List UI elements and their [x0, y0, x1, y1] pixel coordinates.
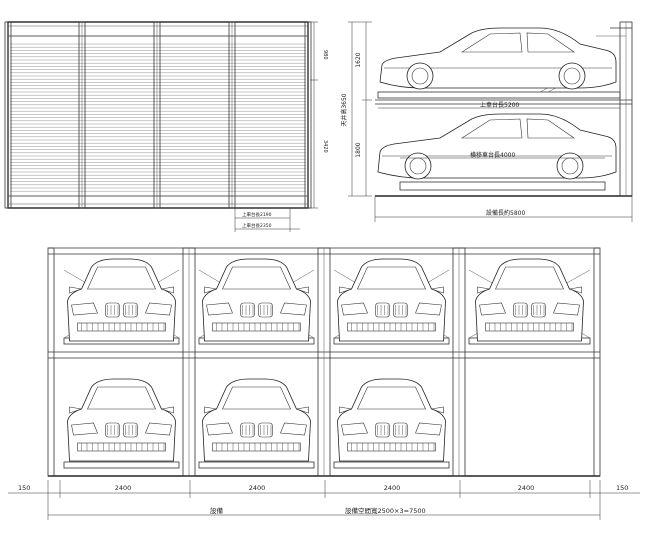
plan-dim-bottom-1: 上車台長2190	[242, 211, 272, 218]
front-car	[337, 258, 446, 342]
lower-side-car	[377, 113, 617, 180]
side-view: 1620 1800 天井高3650 上車台長5200 横移車台長4000 設備長…	[340, 21, 633, 222]
plan-dim-top: 980	[322, 50, 328, 60]
side-upper-pallet: 上車台長5200	[480, 101, 519, 109]
front-dim-right-margin: 150	[616, 484, 628, 492]
front-label-total: 設備空間寬2500×3=7500	[345, 506, 426, 515]
front-dim-left-margin: 150	[18, 484, 30, 492]
side-lower-pallet: 横移車台長4000	[470, 151, 515, 159]
front-car	[67, 378, 176, 462]
front-pallet	[198, 461, 315, 469]
front-car	[67, 258, 176, 342]
side-dim-lower: 1800	[355, 142, 362, 157]
plan-view: 980 3420 上車台長2190 上車台長2350	[4, 21, 328, 232]
front-pallet	[63, 461, 180, 469]
plan-dim-bottom-2: 上車台長2350	[242, 222, 272, 229]
front-pallet	[333, 461, 450, 469]
front-dimensions: 150 150 2400 2400 2400 2400 設備 設備空間寬2500…	[8, 480, 640, 520]
front-label-equipment: 設備	[210, 506, 224, 515]
side-dim-total: 天井高3650	[340, 93, 348, 126]
plan-dim-full: 3420	[322, 140, 328, 153]
front-view	[47, 247, 601, 477]
side-dim-upper: 1620	[355, 52, 362, 67]
front-car	[475, 258, 584, 342]
front-dim-bay-3: 2400	[384, 484, 401, 492]
front-dim-bay-4: 2400	[518, 484, 535, 492]
side-total-length: 設備長約5800	[486, 209, 525, 217]
upper-side-car	[379, 27, 617, 90]
front-car	[202, 258, 311, 342]
front-dim-bay-1: 2400	[115, 484, 132, 492]
front-car	[337, 378, 446, 462]
front-car	[202, 378, 311, 462]
front-dim-bay-2: 2400	[249, 484, 266, 492]
